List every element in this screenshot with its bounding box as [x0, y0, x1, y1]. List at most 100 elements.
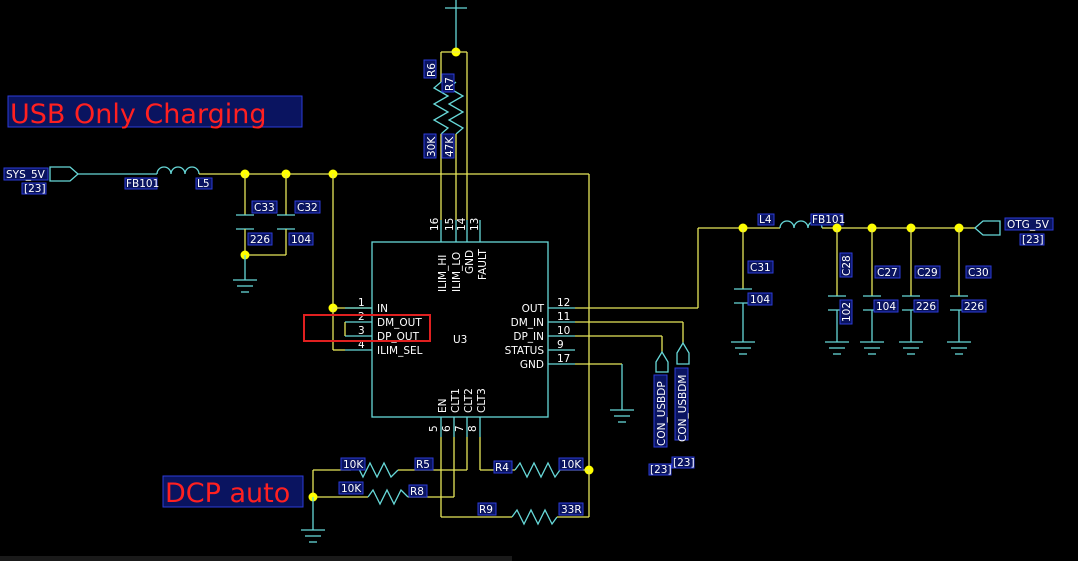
r9-value: 33R — [561, 504, 582, 516]
ic-ground-symbol — [575, 363, 634, 423]
inductor-l5[interactable]: FB101 L5 — [124, 166, 213, 190]
capacitor-c27[interactable]: C27 104 — [860, 228, 901, 355]
r5-label: R5 — [416, 459, 430, 471]
pin-num-13: 13 — [469, 218, 481, 231]
pin-num-7: 7 — [454, 425, 466, 432]
c29-value: 226 — [916, 301, 936, 313]
c33-value: 226 — [250, 234, 270, 246]
capacitor-c30[interactable]: C30 226 — [947, 228, 992, 355]
resistor-r4[interactable]: R4 10K — [479, 437, 589, 479]
r5-value: 10K — [343, 459, 364, 471]
ic-u3[interactable]: U3 — [371, 241, 549, 418]
sys5v-label: SYS_5V — [6, 169, 46, 181]
pin-in: IN — [377, 303, 388, 315]
pin-fault: FAULT — [477, 249, 489, 280]
r4-value: 10K — [561, 459, 582, 471]
r8-value: 10K — [341, 483, 362, 495]
c31-label: C31 — [750, 262, 771, 274]
pin-ilim-lo: ILIM_LO — [451, 252, 463, 292]
capacitor-c29[interactable]: C29 226 — [899, 228, 941, 355]
usbdp-ref: [23] — [650, 464, 672, 476]
u3-bottom-pins: EN CLT1 CLT2 CLT3 5 6 7 8 — [428, 388, 488, 437]
pin-num-9: 9 — [557, 339, 564, 351]
c31-value: 104 — [750, 294, 770, 306]
r6-value: 30K — [426, 136, 438, 157]
capacitor-c28[interactable]: C28 102 — [825, 228, 853, 355]
pin-ilim-sel: ILIM_SEL — [377, 345, 423, 357]
pin-status: STATUS — [505, 345, 545, 357]
status-strip — [0, 556, 512, 561]
pin-num-11: 11 — [557, 311, 570, 323]
sys5v-ref: [23] — [24, 183, 46, 195]
pin-num-10: 10 — [557, 325, 570, 337]
otg5v-label: OTG_5V — [1007, 219, 1050, 231]
r7-value: 47K — [444, 136, 456, 157]
u3-label: U3 — [453, 334, 467, 346]
pin-clt2: CLT2 — [463, 388, 475, 413]
usb-only-charging-text: USB Only Charging — [10, 99, 266, 130]
resistor-r8[interactable]: 10K R8 — [338, 437, 455, 506]
u3-right-pins: 12 11 10 9 17 OUT DM_IN DP_IN STATUS GND — [505, 297, 575, 371]
resistor-r9[interactable]: R9 33R — [440, 437, 590, 526]
otg5v-port[interactable]: OTG_5V [23] — [974, 217, 1054, 246]
pin-dp-in: DP_IN — [513, 331, 544, 343]
resistor-r5[interactable]: 10K R5 — [340, 437, 468, 479]
fb101-right-label: FB101 — [812, 214, 845, 226]
otg5v-ref: [23] — [1022, 234, 1044, 246]
pin-num-12: 12 — [557, 297, 570, 309]
usbdp-label: CON_USBDP — [656, 381, 668, 446]
highlight-box — [303, 314, 431, 342]
pin-dm-out: DM_OUT — [377, 317, 422, 329]
c28-label: C28 — [841, 255, 853, 276]
pin-num-5: 5 — [428, 425, 440, 432]
top-ground-symbol — [445, 0, 467, 52]
fb101-left-label: FB101 — [126, 178, 159, 190]
resistor-r7[interactable]: R7 47K — [441, 73, 465, 220]
pin-num-3: 3 — [358, 325, 365, 337]
resistor-r6[interactable]: R6 30K — [423, 59, 450, 220]
dcp-auto-annotation: DCP auto — [162, 475, 304, 509]
dcp-auto-text: DCP auto — [165, 478, 290, 509]
pin-num-2: 2 — [358, 311, 365, 323]
pin-num-1: 1 — [358, 297, 365, 309]
pin-num-16: 16 — [429, 217, 441, 231]
pin-clt3: CLT3 — [476, 388, 488, 413]
ground-symbol — [233, 255, 257, 293]
pin-gnd-top: GND — [464, 250, 476, 274]
c27-value: 104 — [876, 301, 896, 313]
c32-value: 104 — [291, 234, 311, 246]
pin-en: EN — [437, 399, 449, 414]
usbdp-port[interactable]: CON_USBDP [23] — [648, 350, 672, 476]
l5-label: L5 — [197, 178, 210, 190]
c30-value: 226 — [964, 301, 984, 313]
capacitor-c31[interactable]: C31 104 — [731, 228, 774, 355]
c28-value: 102 — [841, 302, 853, 322]
c30-label: C30 — [968, 267, 989, 279]
c29-label: C29 — [917, 267, 938, 279]
u3-top-pins: 16 15 14 13 ILIM_HI ILIM_LO GND FAULT — [429, 217, 489, 292]
capacitor-c32[interactable]: C32 104 — [277, 174, 321, 255]
pin-num-15: 15 — [444, 218, 456, 231]
l4-label: L4 — [759, 214, 772, 226]
pin-ilim-hi: ILIM_HI — [437, 255, 449, 292]
pin-out: OUT — [522, 303, 545, 315]
bottom-ground-symbol — [301, 497, 325, 543]
c27-label: C27 — [877, 267, 898, 279]
pin-num-14: 14 — [456, 217, 468, 231]
usbdm-port[interactable]: CON_USBDM [23] — [671, 341, 695, 469]
pin-dm-in: DM_IN — [511, 317, 544, 329]
pin-num-6: 6 — [441, 425, 453, 432]
sys5v-port[interactable]: SYS_5V [23] — [3, 166, 79, 195]
c32-label: C32 — [297, 202, 318, 214]
r9-label: R9 — [479, 504, 493, 516]
pin-num-4: 4 — [358, 339, 365, 351]
c33-label: C33 — [254, 202, 275, 214]
pin-gnd-right: GND — [520, 359, 544, 371]
r8-label: R8 — [410, 486, 424, 498]
usbdm-label: CON_USBDM — [677, 375, 689, 442]
usb-only-charging-annotation: USB Only Charging — [7, 95, 303, 130]
inductor-l4[interactable]: L4 FB101 — [757, 213, 845, 229]
capacitor-c33[interactable]: C33 226 — [236, 174, 278, 255]
usbdm-ref: [23] — [673, 457, 695, 469]
